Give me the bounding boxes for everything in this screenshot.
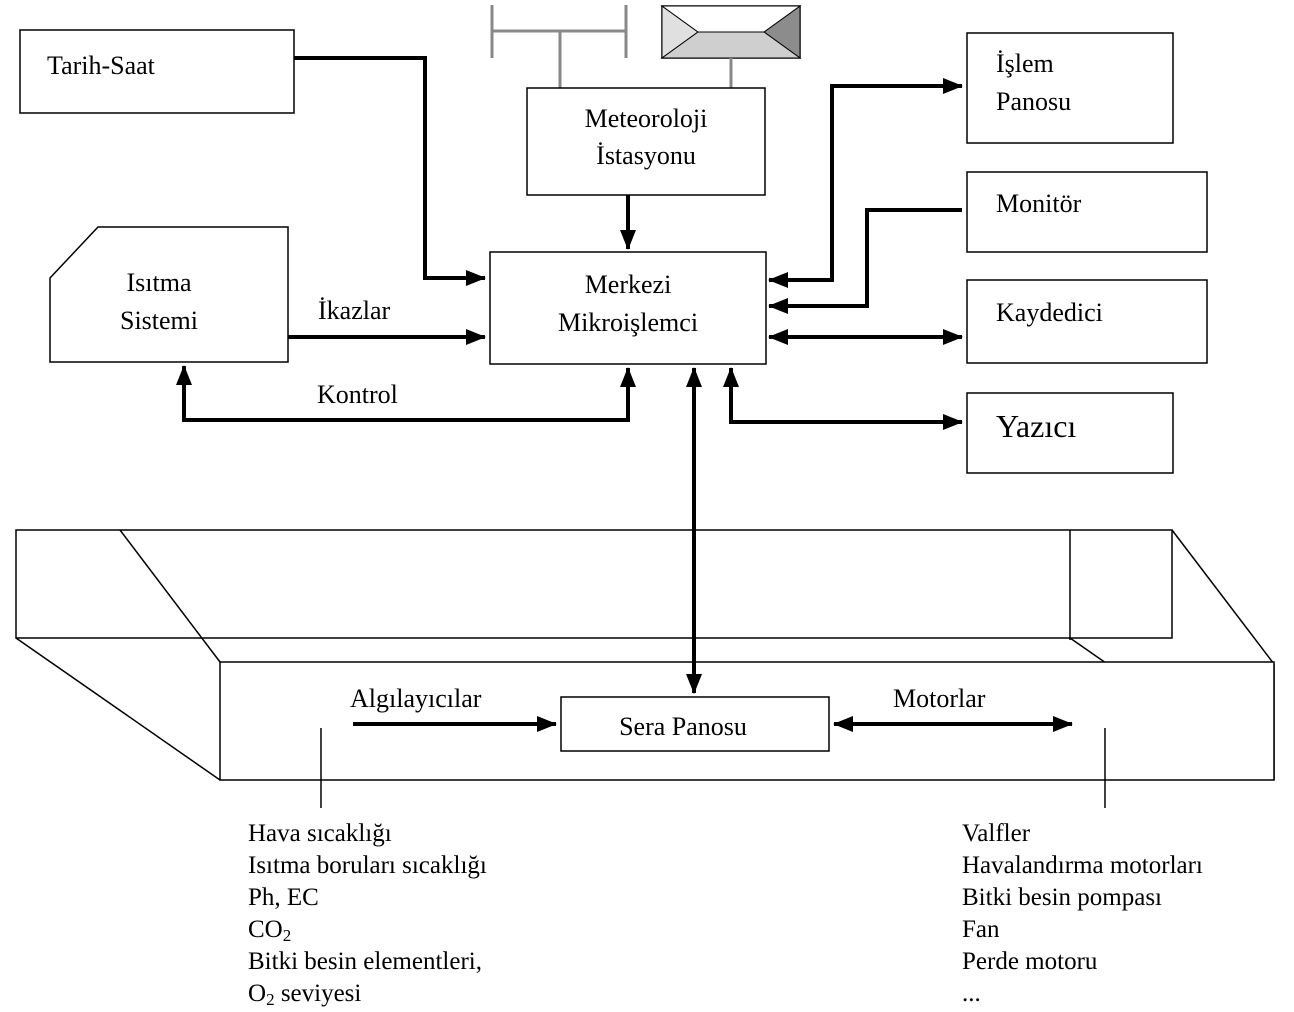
list-item-o2: O2 seviyesi [248, 978, 487, 1010]
list-item: Isıtma boruları sıcaklığı [248, 852, 487, 879]
warnings-label: İkazlar [318, 296, 391, 325]
recorder-label: Kaydedici [996, 298, 1103, 327]
co2-text: CO [248, 916, 283, 943]
antenna-icon [490, 5, 628, 88]
list-item: Bitki besin elementleri, [248, 948, 482, 975]
list-item: Fan [962, 916, 1000, 943]
o2-level-text: seviyesi [274, 980, 362, 1007]
list-item: Perde motoru [962, 948, 1098, 975]
list-item: Havalandırma motorları [962, 852, 1203, 879]
heating-system-label-1: Isıtma [127, 268, 192, 297]
central-processor-label-2: Mikroişlemci [558, 308, 698, 337]
co2-subscript: 2 [282, 926, 292, 945]
sensors-label: Algılayıcılar [350, 684, 482, 713]
process-panel-label-1: İşlem [996, 49, 1054, 78]
greenhouse-panel-label: Sera Panosu [619, 712, 747, 741]
process-panel-label-2: Panosu [996, 87, 1071, 116]
list-item: Valfler [962, 820, 1031, 847]
weather-station-box [526, 87, 766, 196]
monitor-label: Monitör [996, 189, 1082, 218]
weather-station-label-2: İstasyonu [596, 141, 696, 170]
process-panel-box [966, 32, 1174, 144]
heating-system-box [49, 226, 289, 363]
central-processor-label-1: Merkezi [585, 270, 672, 299]
date-time-link [294, 56, 486, 286]
sensor-list: Hava sıcaklığı Isıtma boruları sıcaklığı… [248, 818, 487, 1010]
weather-sensor-icon [660, 5, 802, 88]
o2-subscript: 2 [266, 990, 275, 1009]
date-time-label: Tarih-Saat [47, 51, 156, 80]
monitor-link [768, 208, 962, 314]
monitor-box [966, 171, 1208, 253]
list-item: Ph, EC [248, 884, 319, 911]
printer-label: Yazıcı [996, 408, 1076, 444]
recorder-box [966, 279, 1208, 364]
greenhouse-panel-box [560, 696, 830, 752]
process-panel-link [768, 78, 963, 288]
list-item: Hava sıcaklığı [248, 820, 392, 847]
motors-label: Motorlar [893, 684, 986, 713]
list-item: ... [962, 980, 981, 1007]
control-label: Kontrol [317, 380, 398, 409]
actuator-list: Valfler Havalandırma motorları Bitki bes… [962, 818, 1203, 1010]
heating-system-label-2: Sistemi [120, 306, 198, 335]
weather-station-label-1: Meteoroloji [585, 104, 708, 133]
date-time-box [19, 29, 295, 114]
control-link [176, 365, 636, 422]
list-item: Bitki besin pompası [962, 884, 1162, 911]
printer-link [723, 367, 963, 430]
central-processor-box [489, 251, 767, 365]
printer-box [966, 392, 1174, 474]
list-item-co2: CO2 [248, 914, 487, 946]
o2-text: O [248, 980, 267, 1007]
